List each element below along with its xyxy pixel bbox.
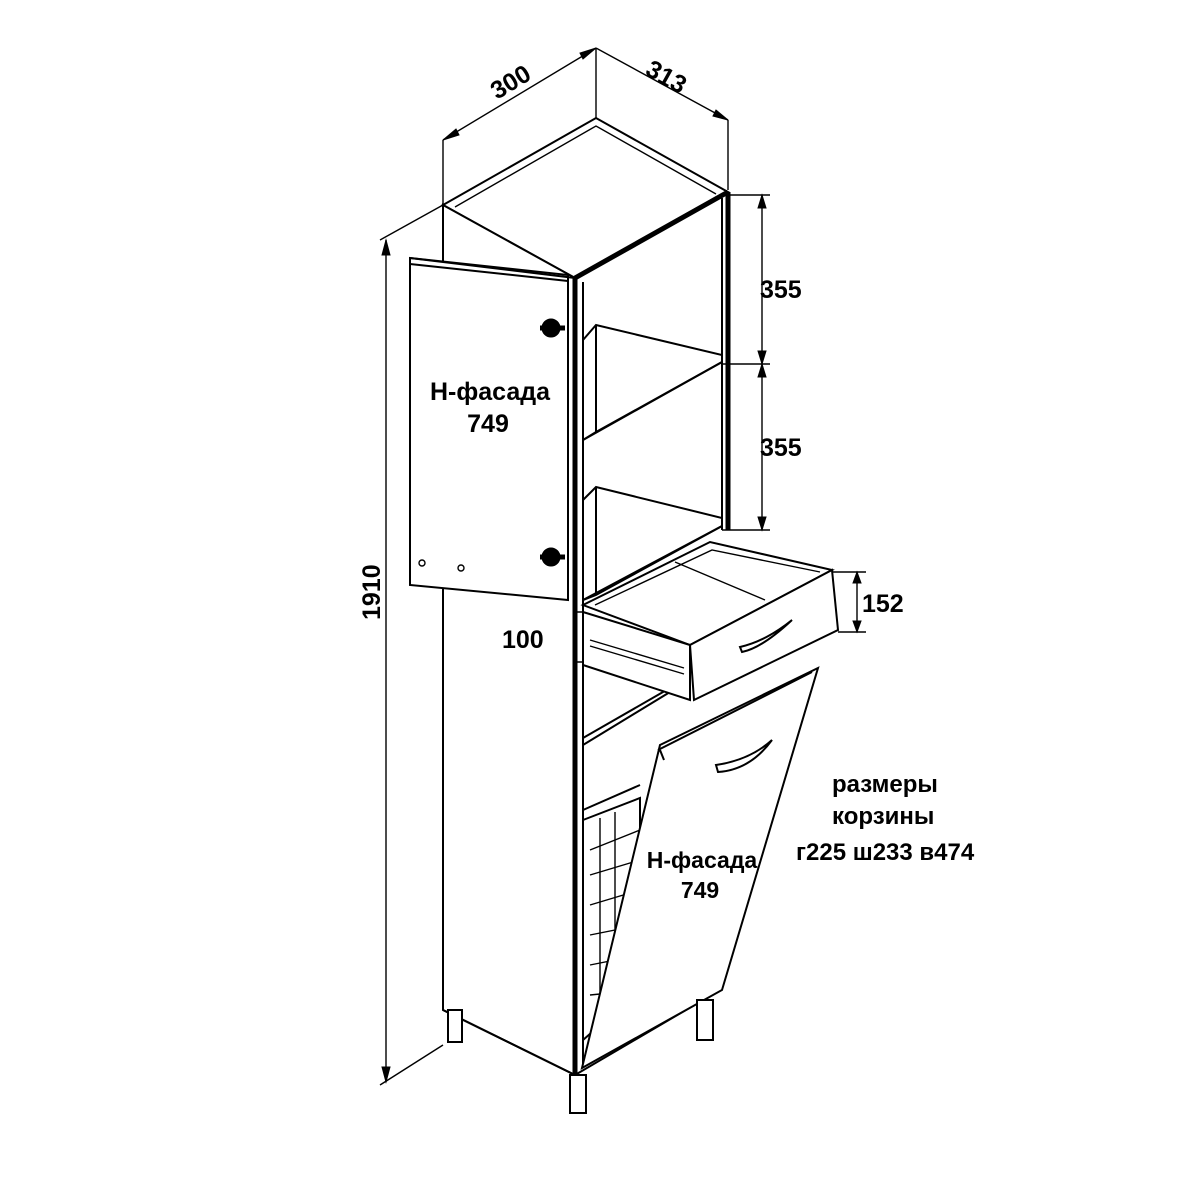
lower-door-label: Н-фасада bbox=[647, 847, 758, 873]
dimension-drawer-front bbox=[832, 570, 866, 634]
height-label: 1910 bbox=[358, 564, 386, 620]
shelf-upper-label: 355 bbox=[760, 276, 802, 304]
dimension-width bbox=[595, 47, 729, 190]
basket-label-line3: г225 ш233 в474 bbox=[796, 839, 975, 866]
depth-label: 300 bbox=[486, 60, 536, 105]
upper-door-value: 749 bbox=[467, 410, 509, 438]
lower-door[interactable] bbox=[580, 666, 820, 1070]
legs bbox=[447, 999, 714, 1114]
hinge-icon bbox=[540, 318, 565, 338]
upper-door[interactable] bbox=[409, 256, 576, 602]
basket-label-line1: размеры bbox=[832, 771, 938, 798]
drawer[interactable] bbox=[580, 540, 840, 702]
lower-door-value: 749 bbox=[681, 877, 719, 903]
shelves bbox=[582, 323, 723, 811]
drawer-handle-icon bbox=[738, 619, 793, 654]
drawer-gap-label: 100 bbox=[502, 626, 544, 654]
dimension-height bbox=[379, 204, 444, 1086]
drawer-front-label: 152 bbox=[862, 590, 904, 618]
upper-door-label: Н-фасада bbox=[430, 378, 551, 406]
hinge-icon bbox=[540, 547, 565, 567]
width-label: 313 bbox=[641, 55, 691, 100]
dimension-depth bbox=[442, 47, 597, 205]
basket-label-line2: корзины bbox=[832, 803, 934, 830]
door-handle-icon bbox=[714, 739, 773, 774]
shelf-lower-label: 355 bbox=[760, 434, 802, 462]
